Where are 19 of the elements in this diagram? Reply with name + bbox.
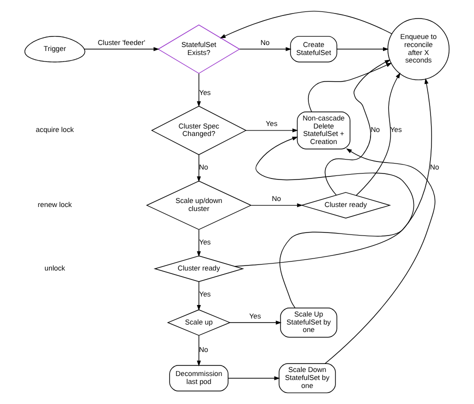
arrow [336,47,389,52]
arrow [250,203,303,208]
arrow [196,73,201,107]
arrow [234,78,432,267]
arrow [228,376,280,380]
arrow [229,320,282,325]
arrow [246,128,298,132]
arrow [196,154,201,182]
arrow [308,62,392,112]
arrow [324,148,436,364]
arrow [196,335,201,366]
arrow [84,47,160,52]
arrow [356,72,400,196]
arrow [220,10,392,38]
arrow [239,47,292,52]
arrow [196,281,201,311]
arrow [255,136,414,308]
arrow [196,229,201,257]
arrow [324,60,390,196]
